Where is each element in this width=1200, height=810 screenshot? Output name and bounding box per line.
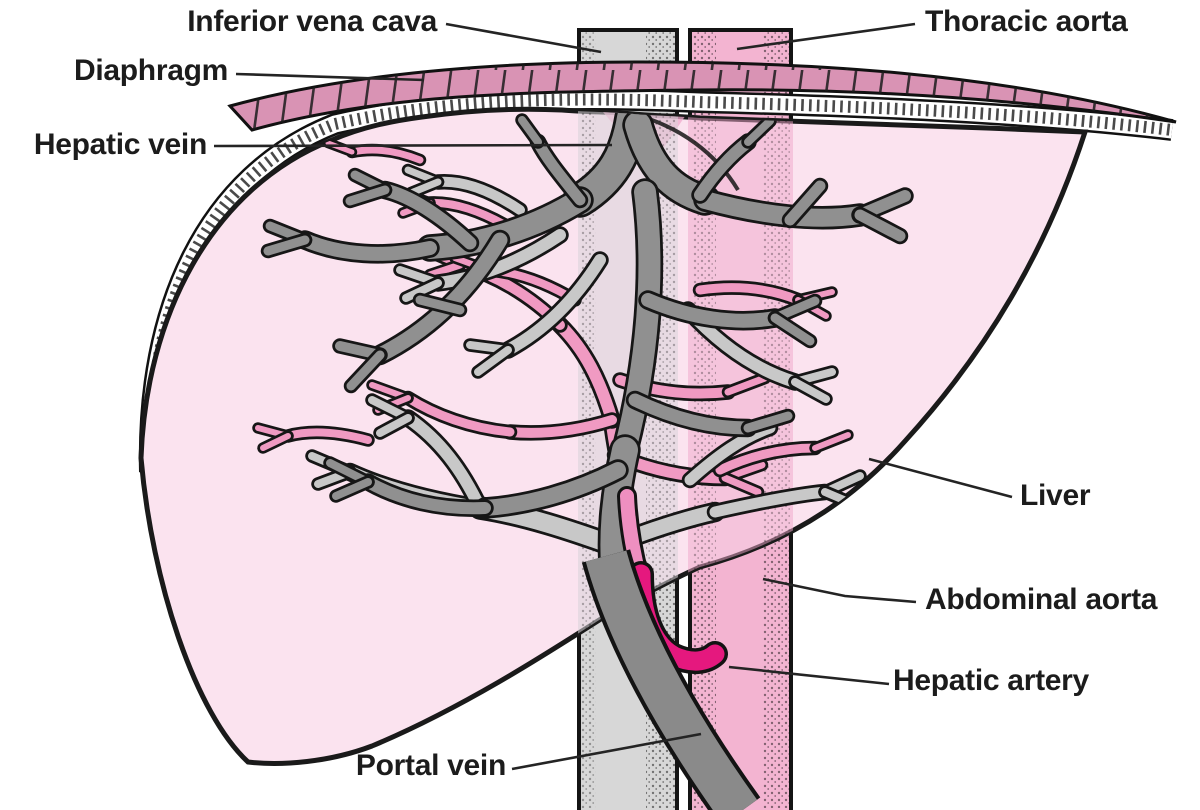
- leader-lines: [213, 22, 1013, 771]
- portal-vein-vessel: [581, 549, 761, 810]
- thoracic-aorta-leader: [736, 22, 916, 51]
- hepatic-vein-branch: [614, 181, 661, 461]
- portal-vein-branch: [432, 229, 566, 289]
- label-abdominal-aorta: Abdominal aorta: [925, 583, 1158, 616]
- hepatic-artery-branch: [721, 474, 762, 496]
- hepatic-artery-branch: [284, 428, 372, 444]
- hepatic-vein-branch: [263, 235, 310, 256]
- portal-vein-branch: [502, 254, 606, 356]
- liver-leader: [868, 457, 1013, 499]
- hepatic-artery-branch: [260, 433, 291, 451]
- hepatic-artery-branch: [695, 283, 803, 305]
- hepatic-vein-branch: [744, 117, 774, 146]
- portal-vein-branch: [402, 412, 486, 514]
- hepatic-vein-branch: [332, 478, 372, 500]
- portal-vein-branch: [376, 414, 412, 437]
- label-liver: Liver: [1020, 479, 1091, 512]
- portal-vein-branch: [407, 178, 442, 197]
- hepatic-artery-branch: [812, 432, 851, 451]
- portal-vein-branch: [791, 378, 830, 403]
- hepatic-artery-branch: [505, 415, 617, 438]
- hepatic-artery-branch: [426, 198, 509, 229]
- hepatic-artery-branch: [724, 374, 769, 396]
- hepatic-artery-branch: [426, 261, 464, 279]
- peritoneum-stipple-ticks: [143, 93, 1173, 473]
- hepatic-vein-branch: [346, 350, 385, 391]
- intrahepatic-vessel-tree: [252, 109, 914, 601]
- hepatic-artery-branch: [554, 319, 618, 426]
- portal-vein-branch: [709, 486, 831, 518]
- inferior-vena-cava-leader: [445, 22, 602, 54]
- hepatic-vein-leader: [213, 143, 613, 148]
- hepatic-vein-branch: [641, 293, 782, 328]
- hepatic-vein-branch: [298, 233, 437, 261]
- label-diaphragm: Diaphragm: [74, 54, 228, 87]
- hepatic-artery-branch: [715, 443, 820, 475]
- hepatic-vein-branch: [784, 180, 826, 226]
- hepatic-vein-branch: [770, 313, 815, 346]
- label-hepatic-vein: Hepatic vein: [33, 128, 207, 161]
- portal-vein-branch: [433, 176, 525, 215]
- hepatic-vein-branch: [345, 185, 390, 206]
- peritoneum-band: [138, 88, 1174, 473]
- hepatic-vein-branch: [518, 116, 542, 146]
- hepatic-vein-branch: [628, 393, 755, 435]
- hepatic-vein-branch: [743, 411, 793, 433]
- label-hepatic-artery: Hepatic artery: [893, 664, 1089, 697]
- abdominal-aorta-leader: [762, 577, 917, 604]
- hepatic-artery-leader: [728, 665, 890, 686]
- diaphragm-band: [227, 60, 1177, 132]
- hepatic-vein-branch: [477, 462, 626, 516]
- portal-vein-branch: [402, 279, 442, 302]
- portal-vein-branch: [474, 346, 512, 376]
- diaphragm-hatching: [230, 62, 1176, 130]
- label-inferior-vena-cava: Inferior vena cava: [187, 5, 437, 38]
- diaphragm-leader: [235, 72, 425, 82]
- hepatic-vein-branch: [415, 295, 465, 315]
- portal-vein-leader: [511, 732, 702, 771]
- hepatic-vein-branch: [378, 183, 477, 250]
- label-thoracic-aorta: Thoracic aorta: [925, 5, 1128, 38]
- hepatic-artery-branch: [348, 146, 424, 164]
- hepatic-artery-branch: [403, 393, 515, 437]
- hepatic-vein-branch: [362, 476, 491, 515]
- liver-fissure-line: [639, 114, 740, 192]
- label-portal-vein: Portal vein: [355, 749, 506, 782]
- hepatic-vein-branch: [854, 209, 906, 242]
